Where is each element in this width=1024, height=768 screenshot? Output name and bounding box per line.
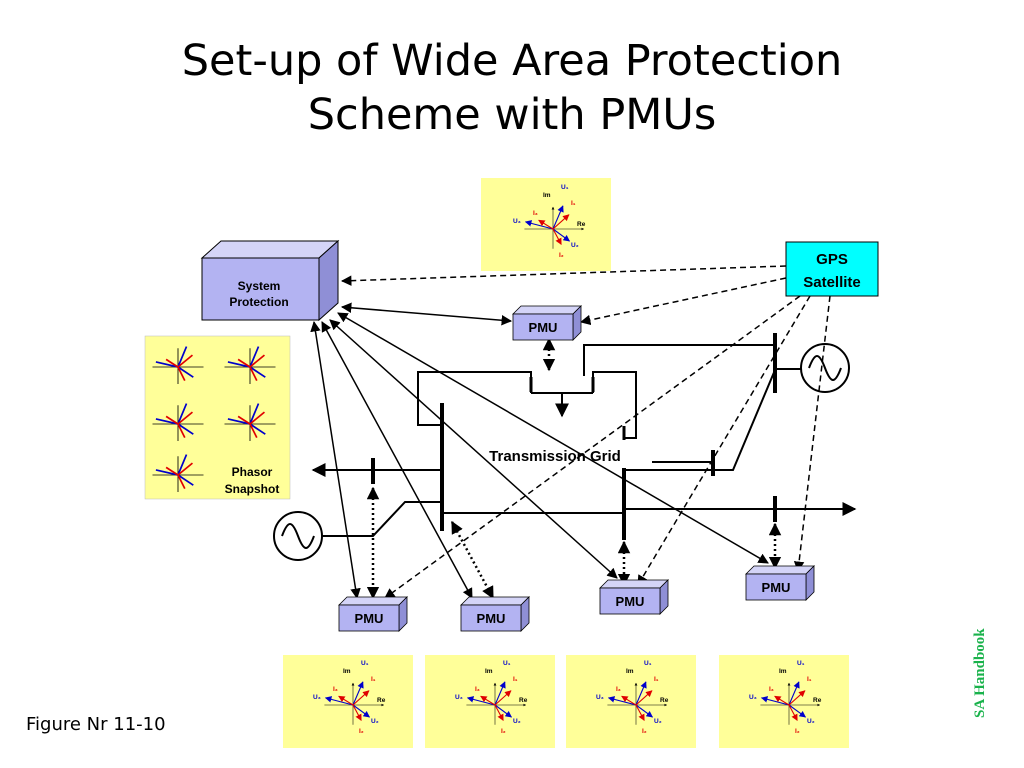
title-line-1: Set-up of Wide Area Protection (181, 36, 843, 86)
phasor-axis-label: I₂ (642, 728, 647, 735)
phasor-axis-label: Re (813, 697, 822, 704)
phasor-panel-top (481, 178, 611, 271)
phasor-axis-label: I₃ (616, 686, 621, 693)
phasor-axis-label: Im (485, 668, 493, 675)
pmu-to-protection-links (310, 302, 769, 600)
pmu-box-right: PMU (745, 565, 815, 601)
phasor-axis-label: I₂ (795, 728, 800, 735)
phasor-axis-label: U₃ (455, 694, 463, 701)
gps-label-2: Satellite (803, 274, 861, 291)
phasor-snapshot-label-1: Phasor (232, 465, 273, 479)
phasor-axis-label: U₃ (313, 694, 321, 701)
pmu-label: PMU (355, 611, 384, 626)
slide-title: Set-up of Wide Area Protection Scheme wi… (0, 34, 1024, 142)
phasor-axis-label: U₁ (561, 184, 569, 191)
transmission-grid-label: Transmission Grid (489, 448, 621, 465)
phasor-axis-label: I₂ (359, 728, 364, 735)
gps-label-1: GPS (816, 251, 848, 268)
title-line-2: Scheme with PMUs (307, 90, 717, 140)
phasor-axis-label: U₂ (571, 242, 579, 249)
pmu-box-center-right: PMU (599, 579, 669, 615)
generator-right (800, 343, 850, 393)
system-protection-label-2: Protection (229, 295, 288, 309)
phasor-axis-label: I₂ (559, 252, 564, 259)
phasor-axis-label: U₃ (749, 694, 757, 701)
phasor-panel-bottom-2 (425, 655, 555, 748)
phasor-axis-label: Im (543, 192, 551, 199)
phasor-axis-label: U₃ (513, 218, 521, 225)
sa-handbook-label: SA Handbook (972, 628, 988, 718)
pmu-label: PMU (529, 320, 558, 335)
phasor-axis-label: I₃ (533, 210, 538, 217)
phasor-axis-label: U₂ (807, 718, 815, 725)
phasor-axis-label: U₂ (654, 718, 662, 725)
phasor-axis-label: Im (343, 668, 351, 675)
phasor-axis-label: I₁ (513, 676, 518, 683)
phasor-axis-label: Re (377, 697, 386, 704)
phasor-axis-label: I₃ (475, 686, 480, 693)
pmu-label: PMU (477, 611, 506, 626)
phasor-axis-label: U₁ (361, 660, 369, 667)
phasor-panel-bottom-4 (719, 655, 849, 748)
pmu-label: PMU (762, 580, 791, 595)
figure-label: Figure Nr 11-10 (26, 714, 166, 735)
phasor-panel-bottom-3 (566, 655, 696, 748)
phasor-axis-label: U₂ (513, 718, 521, 725)
phasor-axis-label: I₂ (501, 728, 506, 735)
gps-sync-links (340, 265, 831, 599)
phasor-axis-label: Re (577, 221, 586, 228)
system-protection-label-1: System (238, 279, 281, 293)
phasor-axis-label: U₁ (503, 660, 511, 667)
pmu-label: PMU (616, 594, 645, 609)
pmu-box-center-left: PMU (460, 596, 530, 632)
phasor-axis-label: Im (626, 668, 634, 675)
pmu-box-left: PMU (338, 596, 408, 632)
phasor-axis-label: U₁ (644, 660, 652, 667)
phasor-snapshot-label-2: Snapshot (225, 482, 280, 496)
generator-left (273, 511, 323, 561)
phasor-axis-label: U₂ (371, 718, 379, 725)
phasor-axis-label: Re (519, 697, 528, 704)
gps-satellite-box: GPS Satellite (785, 241, 879, 297)
measurement-links (366, 337, 782, 600)
phasor-axis-label: I₃ (333, 686, 338, 693)
phasor-axis-label: I₃ (769, 686, 774, 693)
phasor-panel-bottom-1 (283, 655, 413, 748)
phasor-axis-label: I₁ (371, 676, 376, 683)
phasor-axis-label: Im (779, 668, 787, 675)
transmission-grid (311, 333, 857, 540)
phasor-axis-label: I₁ (807, 676, 812, 683)
phasor-axis-label: I₁ (654, 676, 659, 683)
system-protection-box: System Protection (200, 239, 340, 322)
phasor-axis-label: U₁ (797, 660, 805, 667)
phasor-axis-label: I₁ (571, 200, 576, 207)
phasor-snapshot-panel: Phasor Snapshot (144, 335, 291, 500)
phasor-axis-label: U₃ (596, 694, 604, 701)
pmu-box-top: PMU (512, 305, 582, 341)
phasor-axis-label: Re (660, 697, 669, 704)
